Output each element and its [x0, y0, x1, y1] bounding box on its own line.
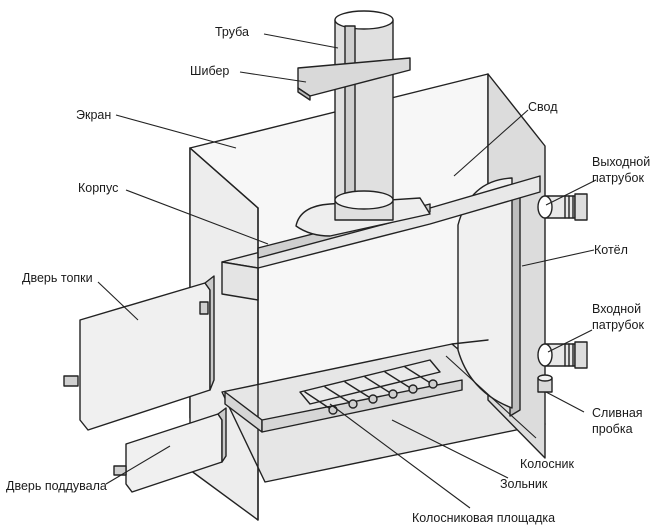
- drain-plug: [537, 374, 553, 393]
- label-slivnaya-1: Сливная: [592, 406, 643, 420]
- label-kolosnik: Колосник: [520, 457, 574, 471]
- chimney-pipe: [334, 10, 394, 221]
- label-ekran: Экран: [76, 108, 111, 122]
- label-vkhodnoy-1: Входной: [592, 302, 641, 316]
- label-vykhodnoy-2: патрубок: [592, 171, 644, 185]
- inlet-pipe: [537, 341, 588, 369]
- label-kolosnikovaya: Колосниковая площадка: [412, 511, 555, 525]
- label-slivnaya-2: пробка: [592, 422, 633, 436]
- labels: Труба Шибер Экран Свод Корпус Выходной п…: [6, 25, 650, 525]
- label-zolnik: Зольник: [500, 477, 548, 491]
- stove-body: [189, 73, 546, 521]
- firebox-door: [63, 275, 215, 431]
- label-shiber: Шибер: [190, 64, 229, 78]
- damper-plate: [297, 57, 411, 101]
- label-kotel: Котёл: [594, 243, 628, 257]
- label-dver-poddouvala: Дверь поддувала: [6, 479, 107, 493]
- label-vkhodnoy-2: патрубок: [592, 318, 644, 332]
- label-truba: Труба: [215, 25, 249, 39]
- ashpit-door: [113, 407, 227, 493]
- label-dver-topki: Дверь топки: [22, 271, 93, 285]
- grate-bars: [299, 359, 441, 415]
- outlet-pipe: [537, 193, 588, 221]
- leader-lines: [97, 33, 597, 509]
- label-korpus: Корпус: [78, 181, 118, 195]
- label-svod: Свод: [528, 100, 558, 114]
- label-vykhodnoy-1: Выходной: [592, 155, 650, 169]
